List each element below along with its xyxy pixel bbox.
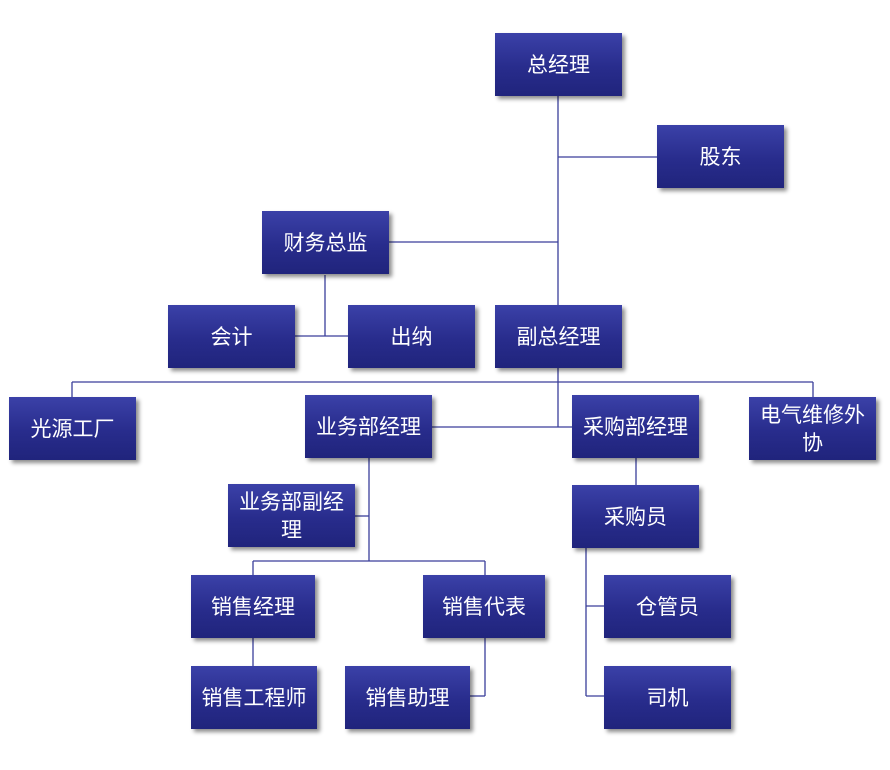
node-purchasing-manager: 采购部经理	[572, 395, 699, 458]
node-electrical-maintenance: 电气维修外协	[749, 397, 876, 460]
node-deputy-gm: 副总经理	[495, 305, 622, 368]
node-warehouse-keeper: 仓管员	[604, 575, 731, 638]
node-sales-assistant: 销售助理	[345, 666, 470, 729]
node-sales-rep: 销售代表	[423, 575, 545, 638]
node-general-manager: 总经理	[495, 33, 622, 96]
node-purchaser: 采购员	[572, 485, 699, 548]
node-finance-director: 财务总监	[262, 211, 389, 274]
node-sales-manager: 销售经理	[191, 575, 315, 638]
node-sales-dept-manager: 业务部经理	[305, 395, 432, 458]
node-sales-dept-deputy: 业务部副经理	[228, 484, 355, 547]
node-shareholders: 股东	[657, 125, 784, 188]
node-accountant: 会计	[168, 305, 295, 368]
node-light-source-factory: 光源工厂	[9, 397, 136, 460]
node-sales-engineer: 销售工程师	[191, 666, 317, 729]
node-cashier: 出纳	[348, 305, 475, 368]
node-driver: 司机	[604, 666, 731, 729]
